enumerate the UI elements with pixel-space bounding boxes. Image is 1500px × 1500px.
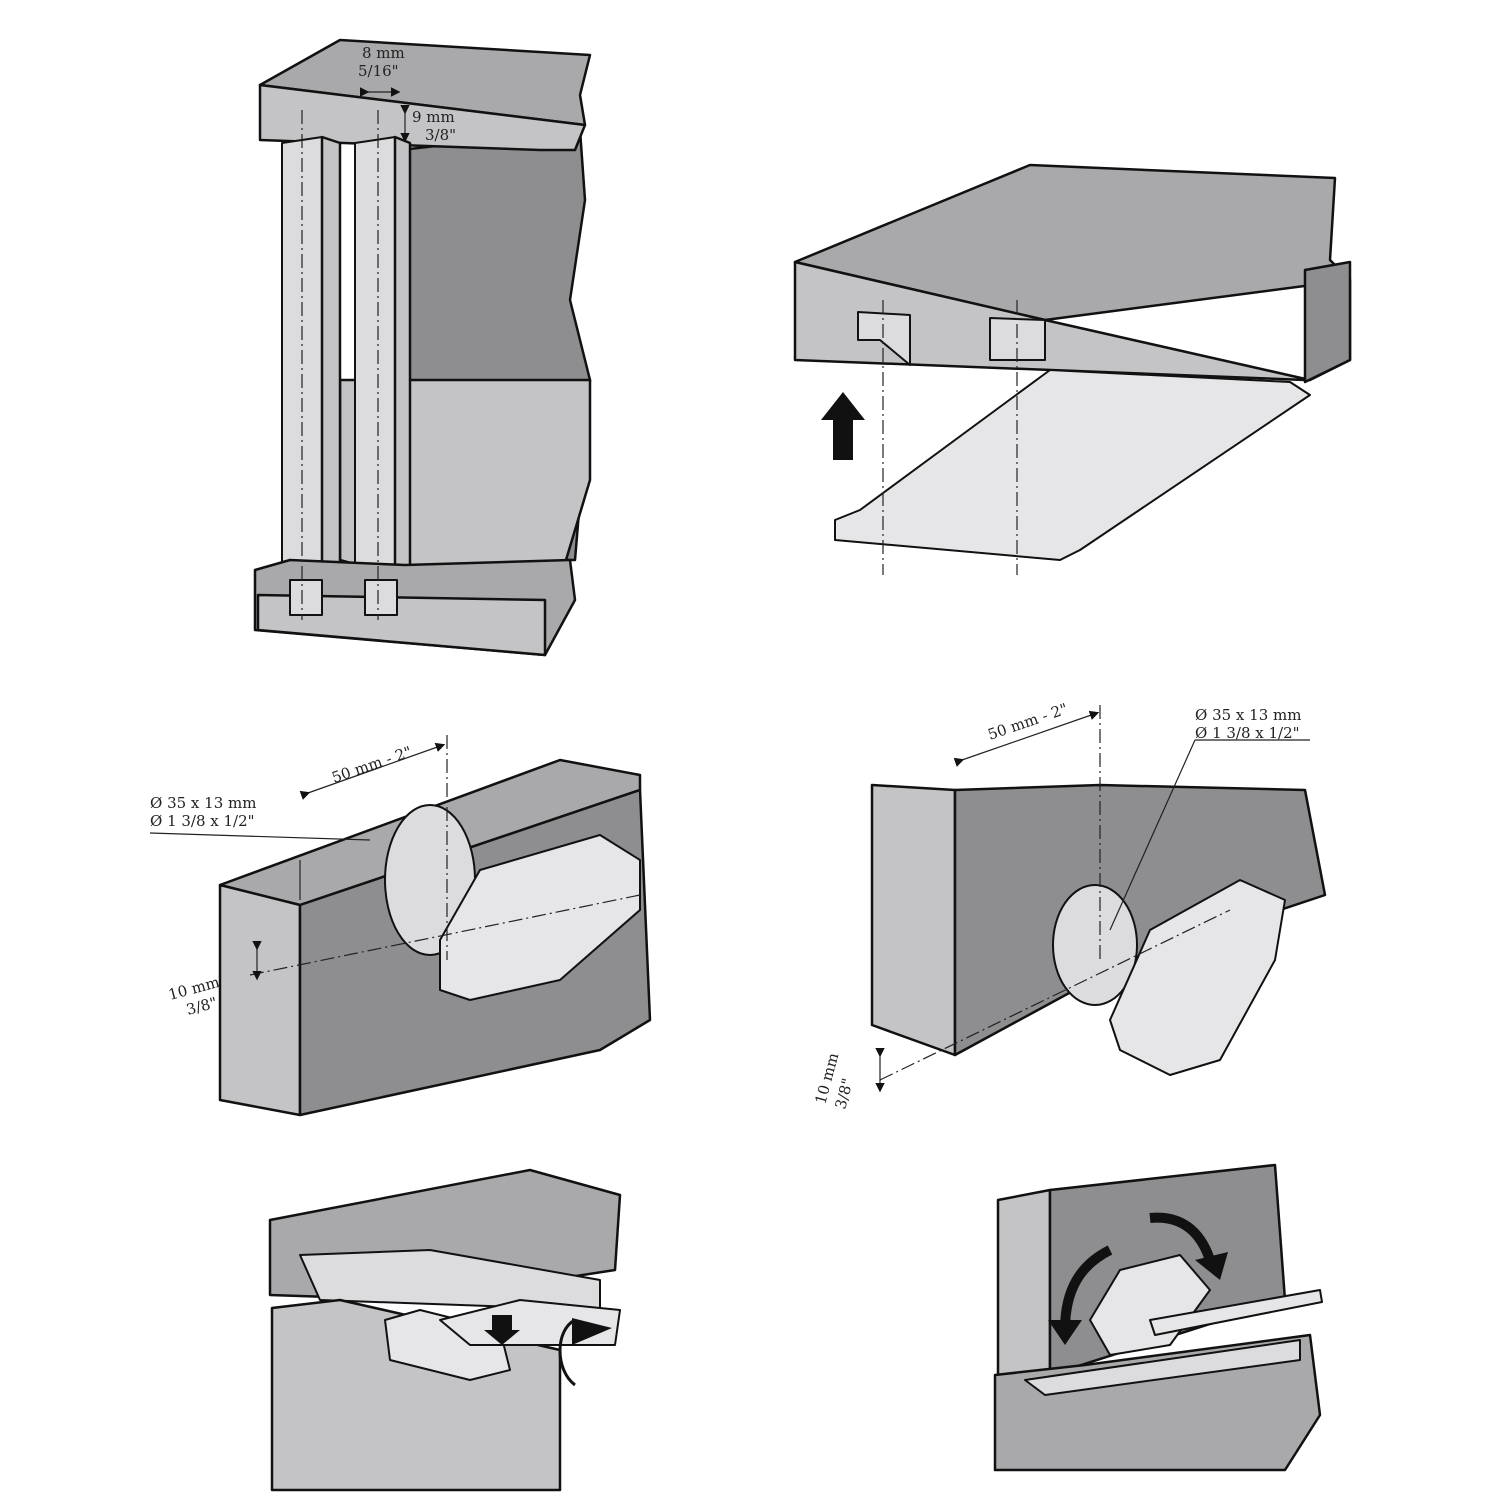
- hand: [439, 1299, 621, 1346]
- bore-in-label: Ø 1 3/8 x 1/2": [150, 812, 255, 830]
- roller-bracket: [439, 834, 641, 1001]
- door-panel-2: [354, 136, 396, 586]
- door-panel-1-side: [320, 135, 342, 582]
- header-groove-1: [857, 311, 911, 366]
- panel-roller-left: 50 mm - 2" Ø 35 x 13 mm Ø 1 3/8 x 1/2" 1…: [149, 735, 652, 1117]
- panel-roller-right: 50 mm - 2" Ø 35 x 13 mm Ø 1 3/8 x 1/2" 1…: [811, 700, 1327, 1111]
- bottom-groove-2: [364, 579, 398, 616]
- bore-in-label: Ø 1 3/8 x 1/2": [1195, 724, 1300, 742]
- mounted-rail: [299, 1249, 601, 1311]
- screwdriver: [1149, 1289, 1323, 1336]
- roller-bracket: [1109, 879, 1286, 1076]
- jamb: [996, 1188, 1052, 1382]
- door-edge: [870, 783, 957, 1057]
- header-end: [1303, 260, 1352, 384]
- rotate-right-arrow-icon: [1149, 1212, 1215, 1262]
- rotate-left-arrow-icon: [1060, 1245, 1113, 1331]
- rotate-arrow-icon: [558, 1318, 576, 1387]
- groove-depth-in: 3/8": [425, 126, 456, 144]
- panel-adjust-height: [993, 1163, 1323, 1472]
- bottom-rail-front: [256, 593, 547, 657]
- header-groove-2: [989, 317, 1046, 361]
- bottom-groove-1: [289, 579, 323, 616]
- groove-width-in: 5/16": [358, 62, 399, 80]
- panel-hang-door: [268, 1168, 622, 1492]
- groove-depth-mm: 9 mm: [412, 108, 455, 126]
- groove-width-mm: 8 mm: [362, 44, 405, 62]
- double-track-rail: [834, 369, 1311, 561]
- door-edge: [218, 883, 302, 1117]
- panel-groove-spacing: 8 mm 5/16" 9 mm 3/8": [253, 38, 592, 657]
- right-arrow-icon: [572, 1318, 612, 1345]
- bore-mm-label: Ø 35 x 13 mm: [150, 794, 256, 812]
- down-arrow-icon: [484, 1315, 520, 1345]
- panel-rail-insert: [793, 163, 1352, 575]
- distance-label: 50 mm - 2": [329, 743, 414, 787]
- door-panel-2-side: [393, 135, 412, 587]
- top-rail-front: [258, 83, 587, 152]
- bore-hole: [1052, 884, 1138, 1006]
- track: [1024, 1339, 1301, 1396]
- bore-mm-label: Ø 35 x 13 mm: [1195, 706, 1301, 724]
- up-arrow-icon: [821, 392, 865, 460]
